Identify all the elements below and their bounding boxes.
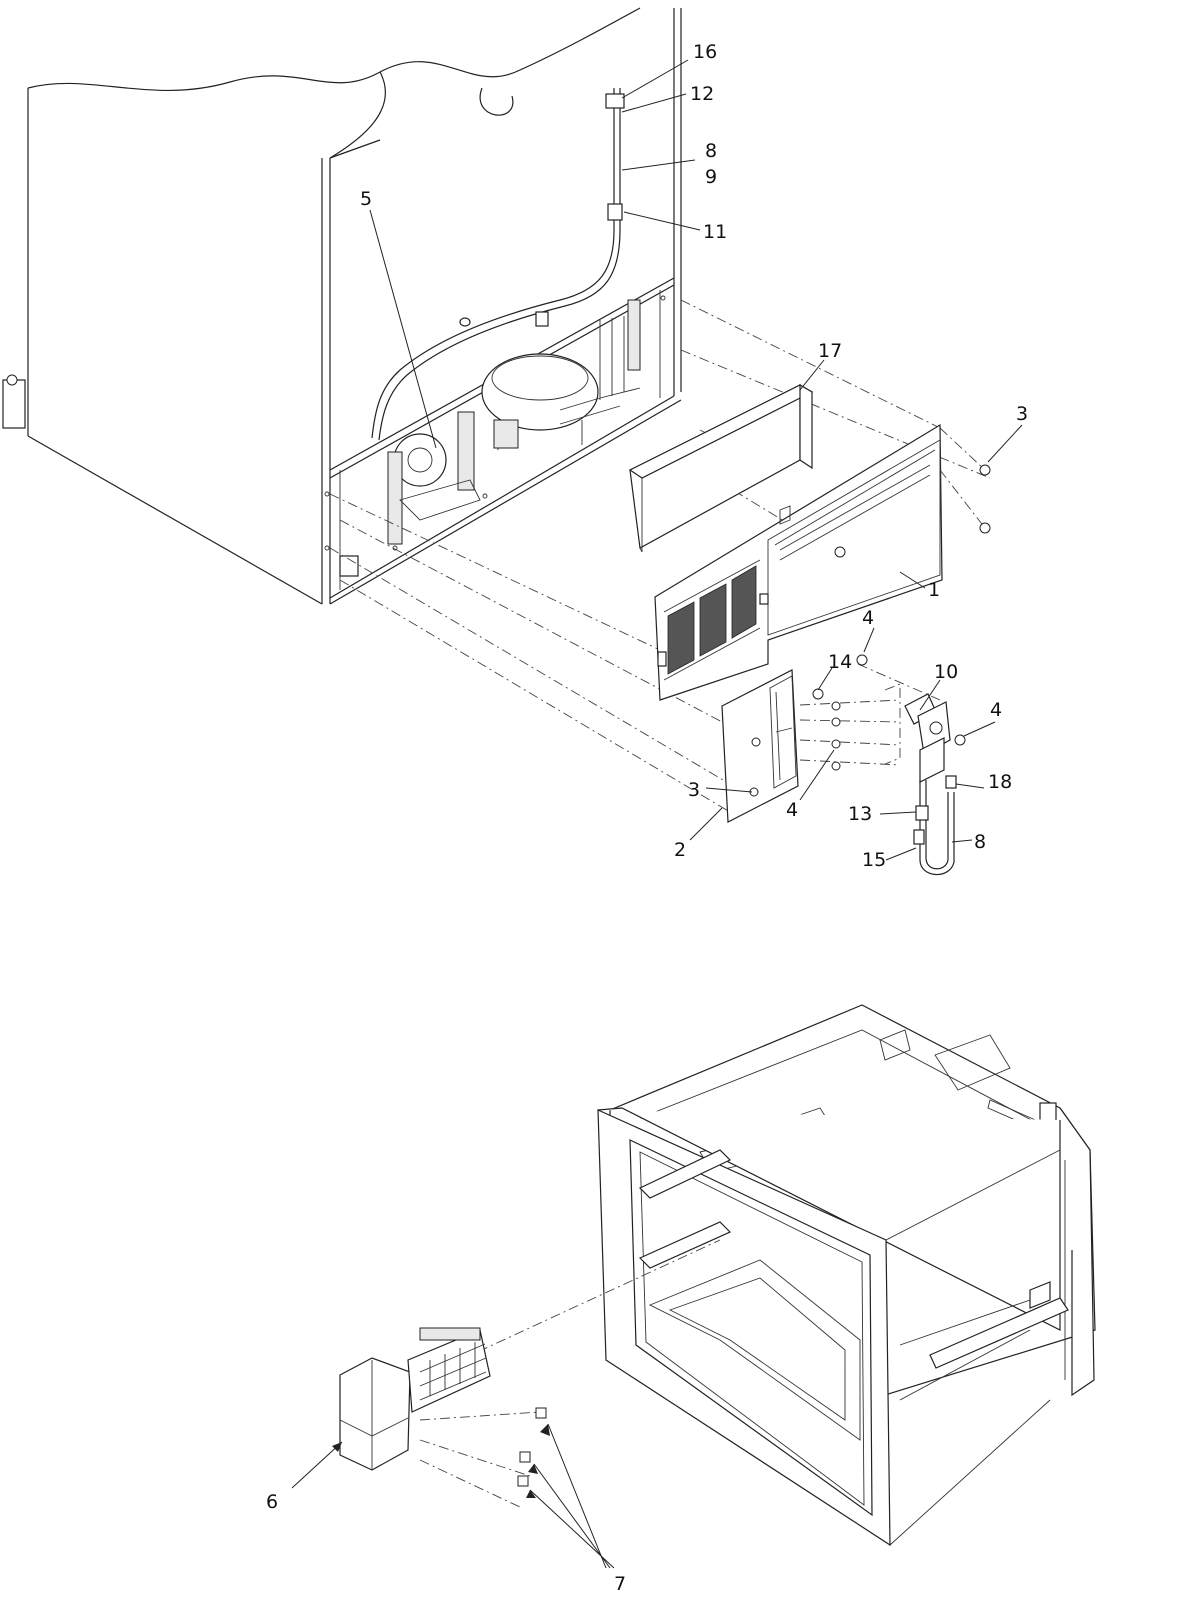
callout-14: 14 bbox=[828, 651, 852, 673]
freezer-bin bbox=[597, 1004, 1096, 1547]
part-7-screws bbox=[517, 1407, 547, 1487]
callout-3-bottom: 3 bbox=[688, 779, 700, 801]
callout-4-c: 4 bbox=[786, 799, 798, 821]
part-1-access-panel bbox=[654, 423, 943, 701]
leader-lines bbox=[291, 59, 1023, 1569]
callout-9: 9 bbox=[705, 166, 717, 188]
callout-8-bottom: 8 bbox=[974, 831, 986, 853]
callout-4-a: 4 bbox=[862, 607, 874, 629]
callout-6: 6 bbox=[266, 1491, 278, 1513]
callout-7: 7 bbox=[614, 1573, 626, 1595]
callout-16: 16 bbox=[693, 41, 717, 63]
callout-17: 17 bbox=[818, 340, 842, 362]
callout-1: 1 bbox=[928, 579, 940, 601]
part-2-cover bbox=[721, 669, 799, 823]
callout-5: 5 bbox=[360, 188, 372, 210]
part-17-insulation bbox=[628, 383, 814, 553]
callout-15: 15 bbox=[862, 849, 886, 871]
part-6-ice-maker bbox=[339, 1239, 721, 1509]
callout-8-top: 8 bbox=[705, 140, 717, 162]
callout-10: 10 bbox=[934, 661, 958, 683]
callout-12: 12 bbox=[690, 83, 714, 105]
callout-3-top: 3 bbox=[1016, 403, 1028, 425]
callout-11: 11 bbox=[703, 221, 727, 243]
callout-2: 2 bbox=[674, 839, 686, 861]
part-10-water-valve bbox=[884, 683, 957, 876]
callout-18: 18 bbox=[988, 771, 1012, 793]
screws-upper bbox=[749, 464, 991, 797]
refrigerator-cabinet bbox=[2, 7, 682, 605]
callout-13: 13 bbox=[848, 803, 872, 825]
callout-4-b: 4 bbox=[990, 699, 1002, 721]
callouts: 16 12 8 9 11 5 17 3 1 4 14 10 4 3 4 18 1… bbox=[266, 41, 1028, 1595]
